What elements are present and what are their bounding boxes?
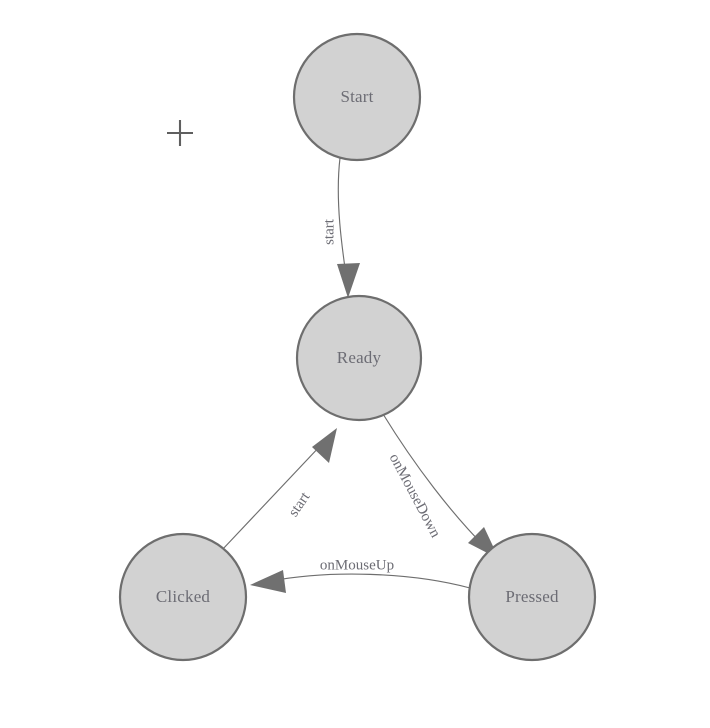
edge-label-start-to-ready: start: [321, 218, 337, 245]
edge-path-start-to-ready[interactable]: [337, 157, 348, 283]
node-circle-start[interactable]: [292, 32, 422, 162]
node-circle-ready[interactable]: [295, 294, 423, 422]
node-ready[interactable]: Ready: [295, 294, 423, 422]
node-label-pressed: Pressed: [505, 587, 559, 606]
node-circle-pressed[interactable]: [467, 532, 597, 662]
edge-path-ready-to-pressed[interactable]: [382, 413, 487, 549]
arrow-head-clicked-to-ready: [312, 428, 337, 463]
crosshair-plus-icon: [167, 120, 193, 146]
node-label-ready: Ready: [337, 348, 382, 367]
edge-start-to-ready[interactable]: [337, 157, 360, 298]
edge-path-pressed-to-clicked[interactable]: [270, 573, 471, 589]
node-circle-clicked[interactable]: [118, 532, 248, 662]
arrow-head-start-to-ready: [337, 263, 360, 298]
edge-clicked-to-ready[interactable]: [220, 428, 337, 552]
edge-label-ready-to-pressed: onMouseDown: [386, 451, 444, 541]
node-pressed[interactable]: Pressed: [467, 532, 597, 662]
edge-label-clicked-to-ready: start: [286, 489, 314, 520]
edge-path-clicked-to-ready[interactable]: [220, 443, 323, 552]
edge-label-pressed-to-clicked: onMouseUp: [320, 557, 394, 573]
node-start[interactable]: Start: [292, 32, 422, 162]
arrow-head-pressed-to-clicked: [250, 570, 286, 593]
node-label-start: Start: [340, 87, 373, 106]
edge-ready-to-pressed[interactable]: [382, 413, 499, 559]
edge-pressed-to-clicked[interactable]: [250, 570, 471, 593]
node-label-clicked: Clicked: [156, 587, 211, 606]
node-clicked[interactable]: Clicked: [118, 532, 248, 662]
